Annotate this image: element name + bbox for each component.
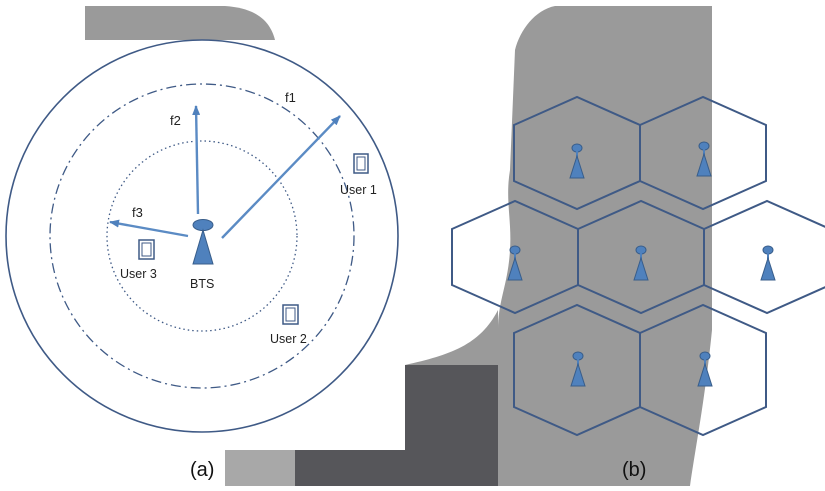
user-1-device-icon [353, 153, 369, 174]
inner-cell-boundary [106, 140, 298, 332]
bts-label: BTS [190, 277, 214, 291]
hex-cell-top-right [639, 95, 767, 211]
f1-label: f1 [285, 90, 296, 105]
f2-arrow [192, 105, 201, 215]
panel-a-caption: (a) [190, 459, 214, 481]
shade-curve-corner [405, 310, 498, 365]
user-1-label: User 1 [340, 183, 377, 197]
shade-bottom-left [225, 450, 295, 486]
f2-label: f2 [170, 113, 181, 128]
outer-cell-boundary [5, 39, 399, 433]
panel-b-caption: (b) [622, 459, 646, 481]
f3-label: f3 [132, 205, 143, 220]
shade-right-panel [498, 6, 712, 486]
hex-cell-middle-right [703, 199, 825, 315]
tower-icon [760, 245, 776, 281]
shade-bottom-dark [295, 365, 498, 486]
user-3-device-icon [138, 239, 155, 260]
user-2-device-icon [282, 304, 299, 325]
panel-b [451, 95, 825, 437]
user-2-label: User 2 [270, 332, 307, 346]
background-shading [85, 6, 712, 486]
bts-tower-icon [192, 219, 214, 265]
middle-cell-boundary [49, 83, 355, 389]
hex-cell-bottom-right [639, 303, 767, 437]
user-3-label: User 3 [120, 267, 157, 281]
shade-top-tab [85, 6, 275, 40]
f1-arrow [221, 115, 341, 239]
f3-arrow [109, 219, 189, 238]
panel-a: f1 f2 f3 BTS User 1 User 2 User 3 [5, 39, 399, 433]
